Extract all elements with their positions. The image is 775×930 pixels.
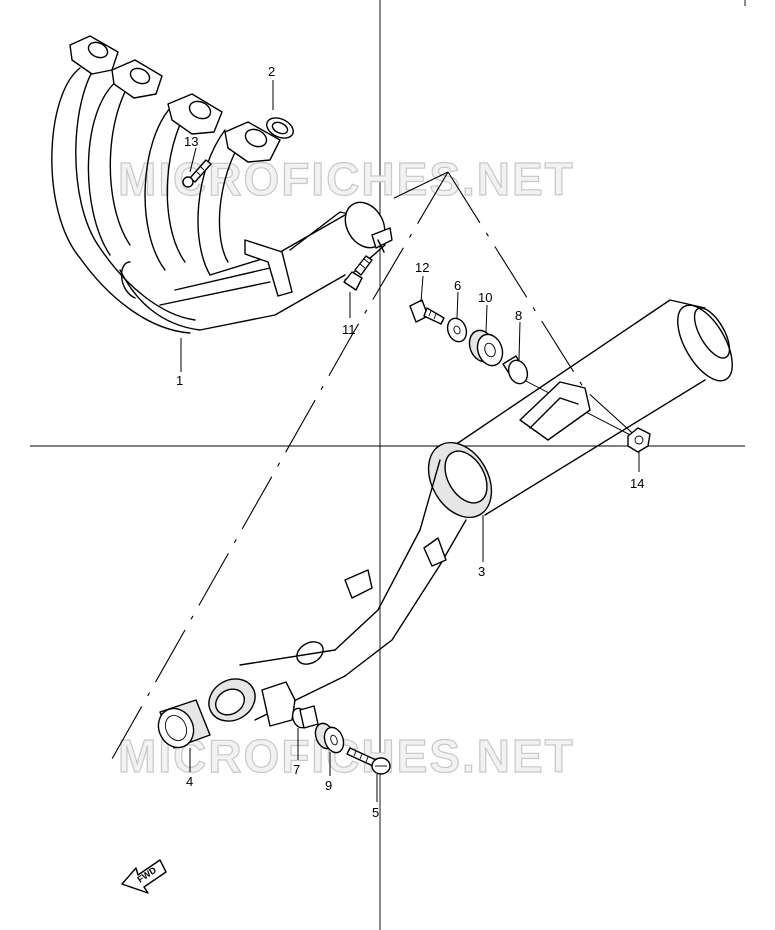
washer-6	[446, 317, 468, 343]
callout-5: 5	[372, 805, 379, 820]
callout-9: 9	[325, 778, 332, 793]
callout-1: 1	[176, 373, 183, 388]
nut-14	[627, 427, 651, 453]
watermark-bottom: MICROFICHES.NET	[118, 730, 575, 782]
callout-labels: 1 2 3 4 5 6 7 8 9 10 11 12 13 14	[176, 64, 644, 820]
collar-7	[291, 705, 319, 729]
callout-8: 8	[515, 308, 522, 323]
bolt-11	[343, 255, 373, 291]
bolt-5	[346, 747, 391, 775]
exhaust-header-pipes	[51, 35, 393, 334]
bolt-13	[182, 159, 212, 188]
callout-3: 3	[478, 564, 485, 579]
callout-13: 13	[184, 134, 198, 149]
fwd-arrow-icon: FWD	[121, 859, 167, 894]
callout-7: 7	[293, 762, 300, 777]
muffler-connector	[157, 699, 211, 749]
callout-11: 11	[342, 322, 356, 337]
cushion-10	[468, 329, 504, 367]
callout-4: 4	[186, 774, 193, 789]
callout-10: 10	[478, 290, 492, 305]
callout-2: 2	[268, 64, 275, 79]
collar-8	[502, 355, 529, 385]
bolt-12	[409, 299, 445, 325]
callout-12: 12	[415, 260, 429, 275]
leader-lines	[180, 80, 640, 802]
callout-14: 14	[630, 476, 644, 491]
callout-6: 6	[454, 278, 461, 293]
cushion-9	[314, 722, 345, 754]
muffler	[208, 299, 733, 727]
exhaust-gasket	[266, 117, 294, 139]
